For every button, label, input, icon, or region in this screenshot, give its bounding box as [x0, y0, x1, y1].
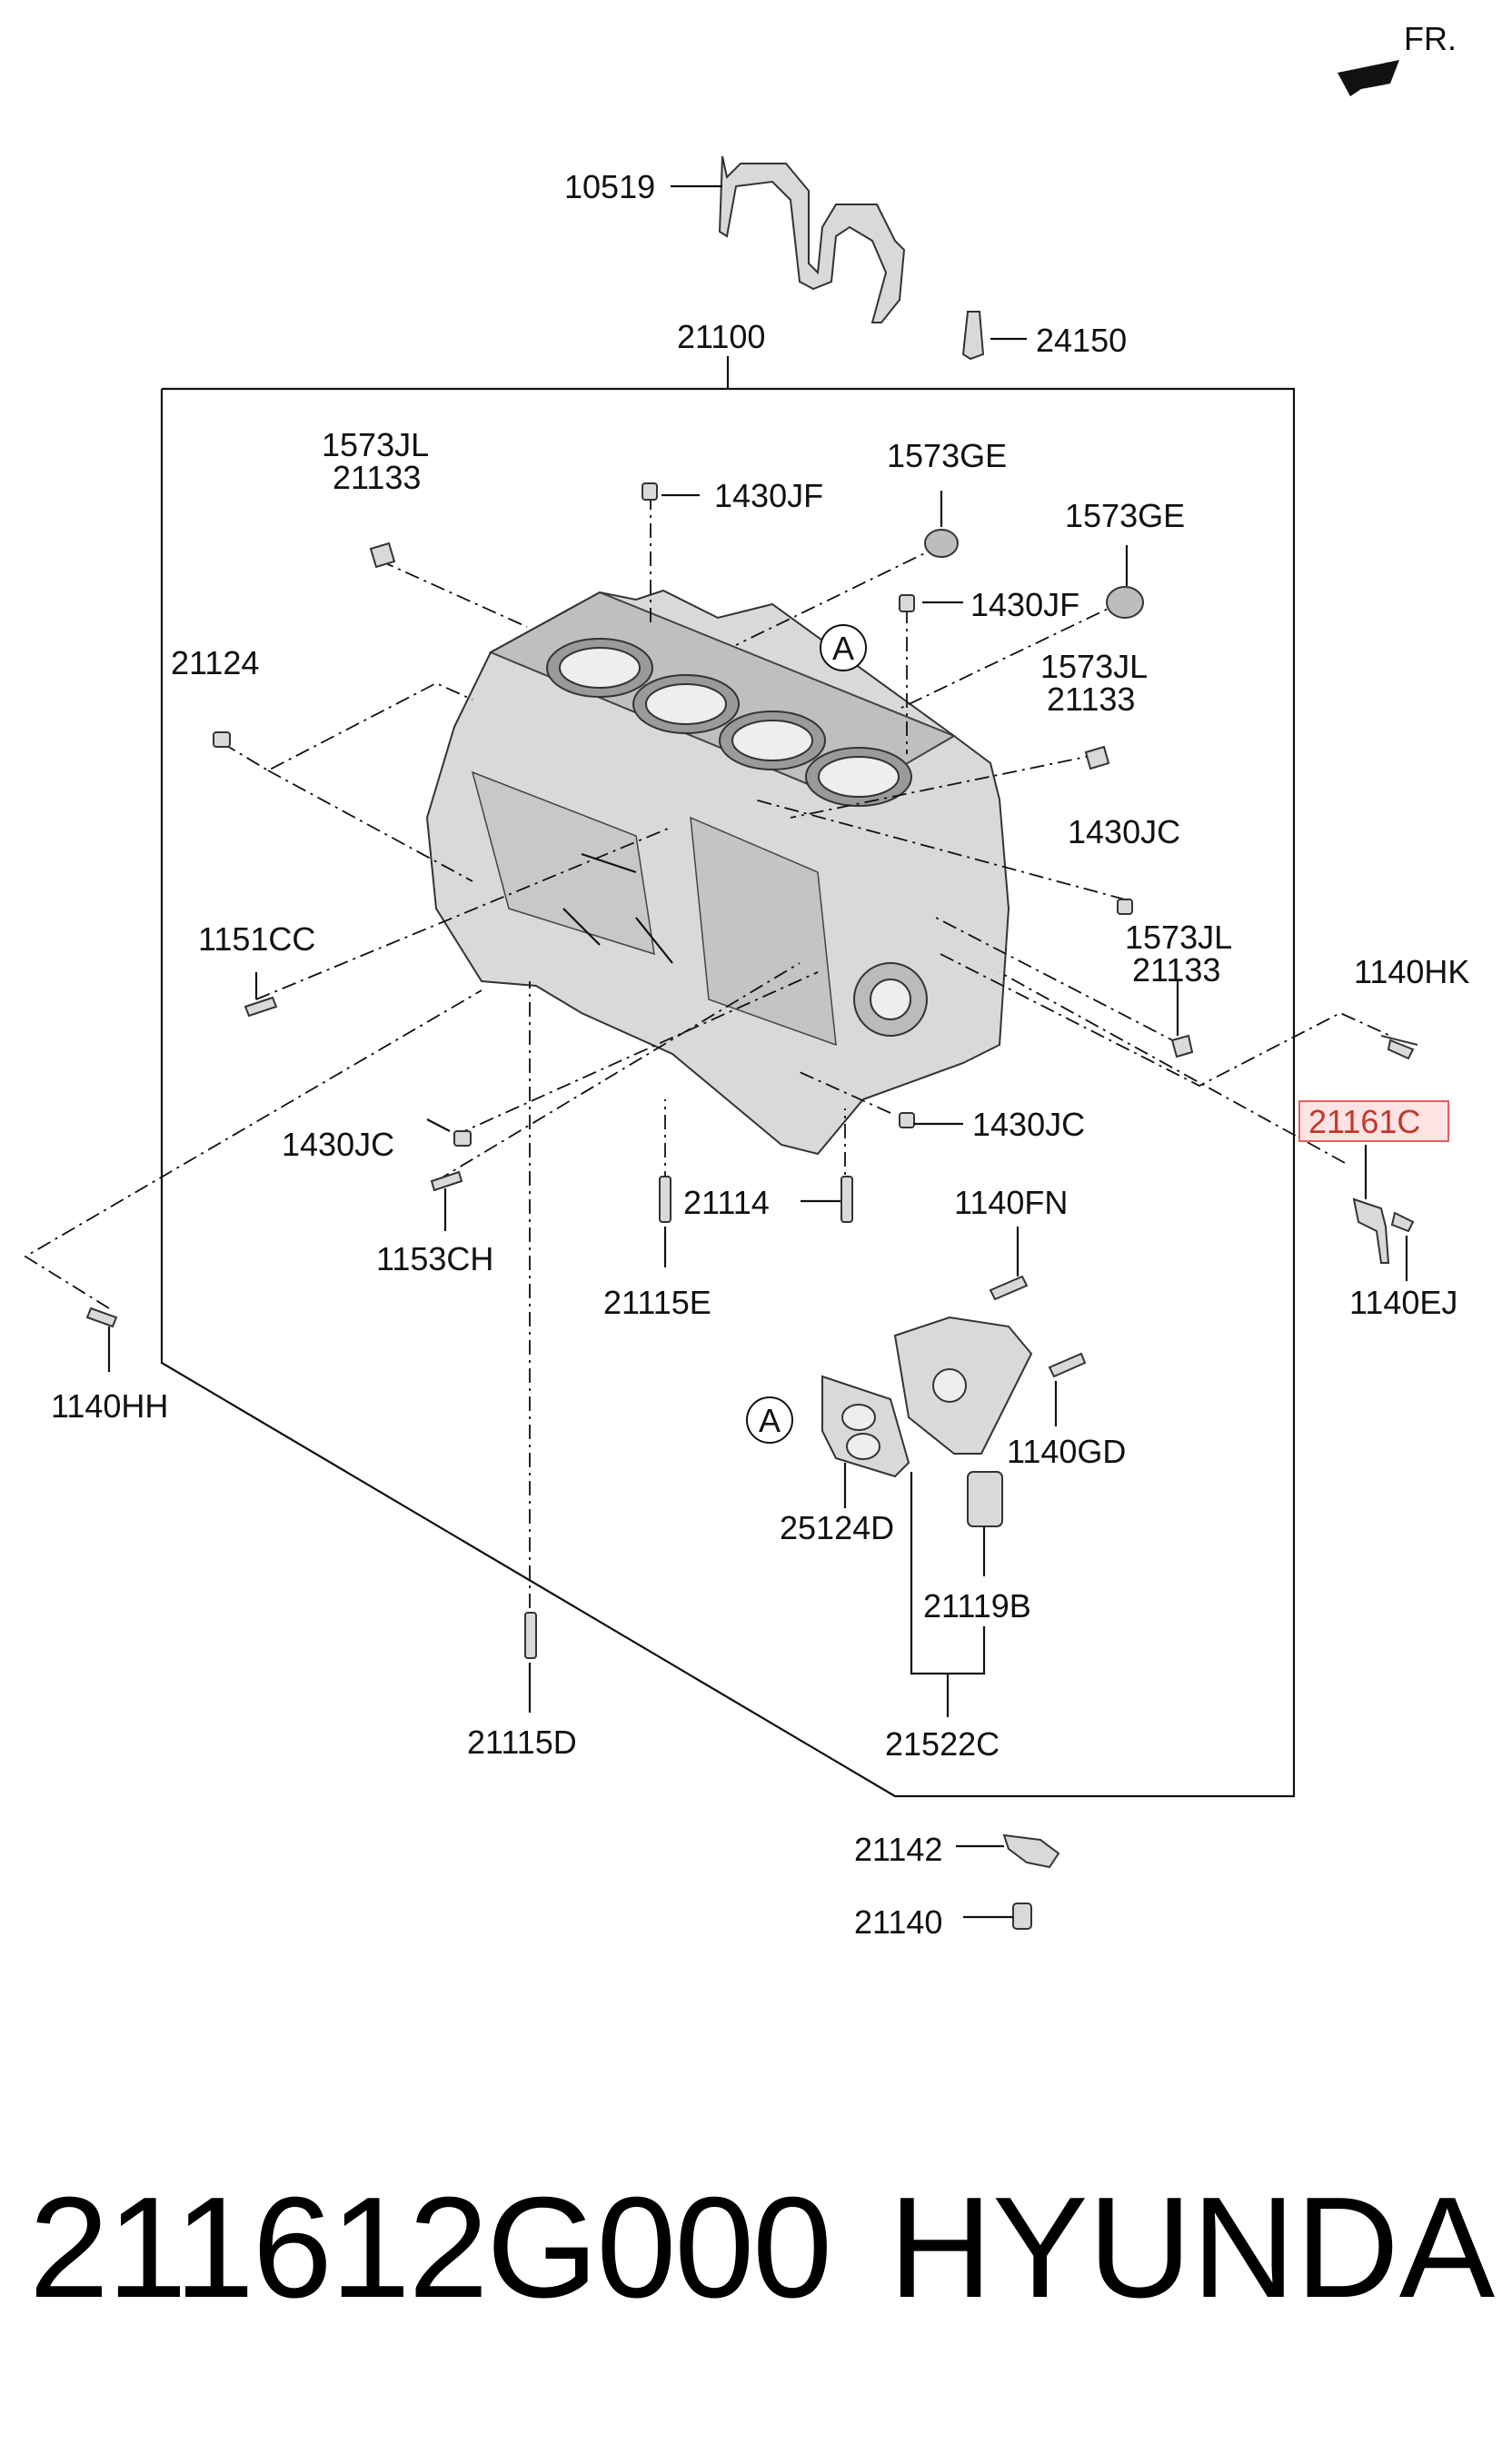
reference-markers: A A: [746, 624, 867, 1444]
label-21133-c: 21133: [1132, 951, 1220, 989]
label-1573jl-b: 1573JL: [1040, 648, 1148, 685]
label-1151cc: 1151CC: [198, 920, 315, 958]
parts-diagram: FR. 21100 10519 24150: [24, 20, 1469, 1941]
engine-block-illustration: [425, 589, 1010, 1156]
label-1573jl-a: 1573JL: [322, 426, 429, 463]
label-21133-b: 21133: [1047, 681, 1135, 718]
ref-marker-a-2: A: [759, 1402, 781, 1439]
label-1573jl-c: 1573JL: [1125, 919, 1232, 956]
label-1573ge-b: 1573GE: [1065, 497, 1185, 534]
label-1430jf-b: 1430JF: [970, 586, 1079, 623]
front-arrow-icon: [1338, 60, 1399, 96]
label-1430jc-c: 1430JC: [972, 1106, 1085, 1143]
ref-marker-a-1: A: [832, 630, 854, 667]
label-25124d: 25124D: [780, 1509, 894, 1546]
label-21124: 21124: [171, 644, 259, 681]
label-21115e: 21115E: [603, 1284, 711, 1321]
label-21133-a: 21133: [333, 459, 421, 496]
label-1140hk: 1140HK: [1354, 953, 1469, 990]
part-24150: 24150: [961, 311, 1127, 361]
label-21119b: 21119B: [923, 1587, 1031, 1624]
label-21100: 21100: [677, 318, 765, 355]
label-21522c: 21522C: [885, 1725, 1000, 1763]
label-1140hh: 1140HH: [51, 1387, 168, 1425]
brand-name: HYUNDAI: [889, 2168, 1502, 2328]
label-21140: 21140: [854, 1903, 942, 1941]
label-1430jc-b: 1430JC: [282, 1126, 394, 1163]
dashed-leaders: [24, 495, 1391, 1608]
part-labels: 1573JL 21133 1430JF 1573GE 1573GE 1430JF…: [51, 426, 1469, 1941]
assembly-frame: [160, 387, 1296, 1798]
label-1140gd: 1140GD: [1007, 1433, 1126, 1470]
label-21115d: 21115D: [467, 1724, 577, 1761]
label-1153ch: 1153CH: [376, 1240, 493, 1277]
label-1573ge-a: 1573GE: [887, 437, 1007, 474]
part-number: 211612G000: [29, 2168, 832, 2328]
label-21161c-highlighted: 21161C: [1308, 1103, 1420, 1140]
direction-label: FR.: [1404, 20, 1457, 57]
front-direction-indicator: FR.: [1338, 20, 1457, 96]
label-1140ej: 1140EJ: [1349, 1284, 1457, 1321]
label-1140fn: 1140FN: [954, 1184, 1068, 1221]
highlight-box: [1298, 1100, 1449, 1142]
small-parts: [85, 482, 1418, 1930]
label-24150: 24150: [1036, 322, 1127, 359]
label-1430jc-a: 1430JC: [1068, 813, 1180, 850]
label-21142: 21142: [854, 1831, 942, 1868]
solid-leaders: [107, 491, 1408, 1919]
footer-caption: 211612G000 HYUNDAI: [0, 2176, 1502, 2358]
part-10519-gasket: 10519: [564, 155, 906, 323]
label-10519: 10519: [564, 168, 655, 205]
label-1430jf-a: 1430JF: [714, 477, 823, 514]
label-21114: 21114: [683, 1184, 770, 1221]
